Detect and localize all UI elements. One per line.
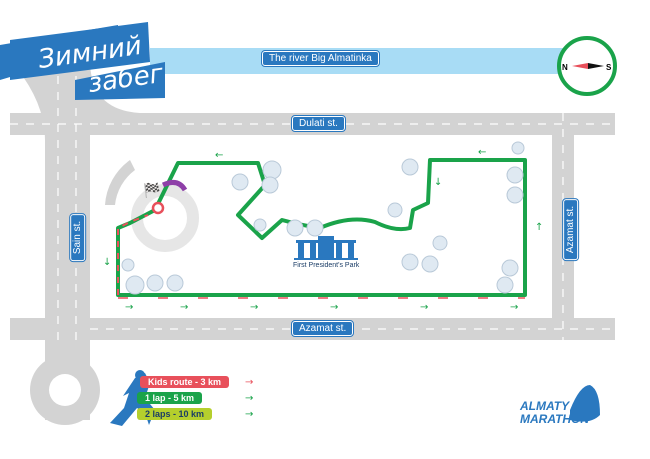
- finish-turn: [161, 179, 188, 192]
- start-marker: [151, 201, 165, 215]
- logo-line1: ALMATY: [520, 399, 570, 413]
- road-curve-right: [90, 60, 140, 113]
- legend-kids-arrow: →: [245, 377, 253, 388]
- road-curve-left: [10, 60, 45, 140]
- legend-1-lap-arrow: →: [245, 393, 253, 404]
- svg-text:↑: ↑: [535, 222, 543, 233]
- legend-1-lap: 1 lap - 5 km: [137, 392, 203, 404]
- park-building-icon: [294, 236, 358, 260]
- start-arc: [105, 160, 135, 205]
- svg-text:←: ←: [215, 150, 223, 161]
- street-label-dulati: Dulati st.: [291, 115, 346, 132]
- svg-text:→: →: [330, 302, 338, 313]
- finish-flags-icon: 🏁: [143, 182, 160, 199]
- compass-south: S: [606, 63, 612, 72]
- road-bottom-left: [10, 318, 90, 340]
- svg-text:↓: ↓: [103, 257, 111, 268]
- river-label: The river Big Almatinka: [261, 50, 380, 67]
- svg-text:←: ←: [478, 147, 486, 158]
- street-label-sain: Sain st.: [69, 210, 86, 265]
- park-label: First President's Park: [293, 262, 360, 269]
- street-label-azamat-right: Azamat st.: [562, 194, 579, 265]
- street-label-azamat: Azamat st.: [290, 320, 355, 337]
- svg-text:→: →: [420, 302, 428, 313]
- legend-kids: Kids route - 3 km: [140, 376, 230, 388]
- route-arrows: → → → → → → ← ← ↓ ↓ ↑: [103, 147, 543, 313]
- logo-line2: MARATHON: [520, 412, 590, 426]
- svg-text:→: →: [250, 302, 258, 313]
- svg-text:→: →: [180, 302, 188, 313]
- svg-text:→: →: [510, 302, 518, 313]
- compass-north: N: [562, 63, 568, 72]
- legend-2-laps: 2 laps - 10 km: [137, 408, 213, 420]
- svg-text:→: →: [125, 302, 133, 313]
- roundabout-center: [49, 374, 81, 406]
- legend-2-laps-arrow: →: [245, 409, 253, 420]
- almaty-marathon-logo: ALMATY MARATHON: [520, 400, 589, 426]
- main-route: [116, 158, 527, 297]
- kids-route: [117, 214, 149, 295]
- logo-icon: [570, 385, 600, 422]
- trees: [121, 141, 525, 295]
- start-ring: [131, 184, 199, 252]
- svg-text:↓: ↓: [434, 177, 442, 188]
